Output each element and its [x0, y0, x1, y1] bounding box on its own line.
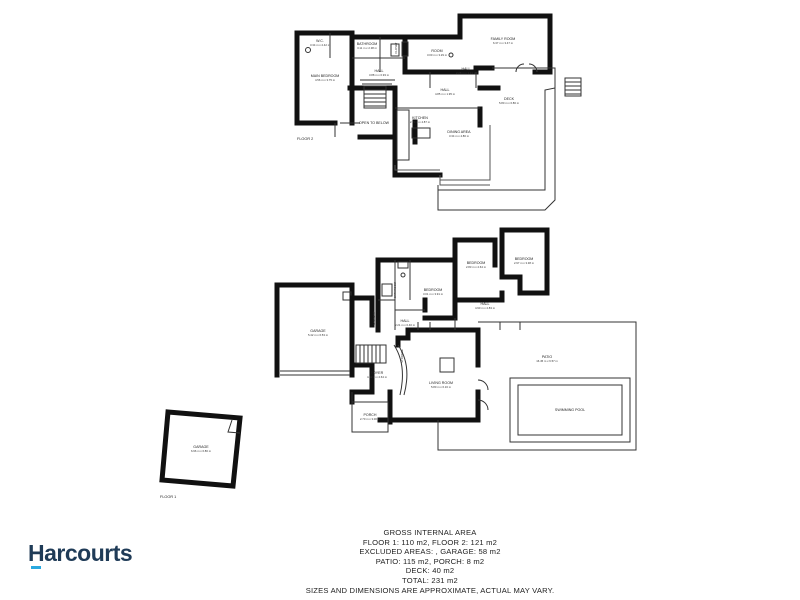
- room-label-hall-up2: HALL: [462, 67, 471, 71]
- summary-line-deck: DECK: 40 m2: [405, 566, 455, 576]
- room-dim-wc: 3.34 m x 2.42 m: [310, 43, 331, 47]
- room-dim-kitchen: 2.74 m x 4.87 m: [410, 120, 431, 124]
- room-label-pool: SWIMMING POOL: [555, 408, 585, 412]
- floor-2-plan: W.C. 3.34 m x 2.42 m BATHROOM 3.11 m x 2…: [294, 13, 582, 211]
- summary-line-total: TOTAL: 231 m2: [402, 575, 458, 585]
- room-label-bathroom-down: BATHROOM: [393, 281, 397, 298]
- room-label-family-room: FAMILY ROOM: [491, 37, 516, 41]
- room-dim-family-room: 6.37 m x 3.47 m: [493, 41, 514, 45]
- room-label-patio: PATIO: [542, 355, 552, 359]
- area-summary: GROSS INTERNAL AREA FLOOR 1: 110 m2, FLO…: [260, 528, 600, 595]
- room-dim-patio: 16.45 m x 6.57 m: [536, 359, 558, 363]
- room-dim-garage-detached: 6.96 m x 6.86 m: [191, 449, 212, 453]
- stairs-upper: [363, 85, 387, 109]
- room-dim-foyer: 4.12 m x 2.64 m: [367, 375, 388, 379]
- floor-1-plan: GARAGE 5.42 m x 6.53 m BATHROOM BEDROOM …: [159, 227, 637, 499]
- detached-garage: GARAGE 6.96 m x 6.86 m: [159, 409, 243, 489]
- room-label-living: LIVING ROOM: [429, 381, 453, 385]
- room-dim-garage-main: 5.42 m x 6.53 m: [308, 333, 329, 337]
- room-dim-bedroom2: 2.83 m x 2.64 m: [466, 265, 487, 269]
- room-label-room: ROOM: [431, 49, 442, 53]
- room-label-porch: PORCH: [364, 413, 377, 417]
- floor-2-label: FLOOR 2: [297, 137, 313, 141]
- summary-disclaimer: SIZES AND DIMENSIONS ARE APPROXIMATE, AC…: [305, 585, 555, 595]
- floor-1-label: FLOOR 1: [160, 495, 176, 499]
- room-dim-bedroom1: 3.01 m x 3.91 m: [423, 292, 444, 296]
- room-dim-hall-up3: 4.85 m x 1.95 m: [435, 92, 456, 96]
- room-label-wc: W.C.: [316, 39, 324, 43]
- room-dim-hall-up1: 3.88 m x 0.93 m: [369, 73, 390, 77]
- kitchen-island: [411, 127, 431, 139]
- swimming-pool: [509, 377, 631, 443]
- room-label-deck: DECK: [504, 97, 515, 101]
- room-label-hall-up1: HALL: [375, 69, 384, 73]
- room-label-garage-main: GARAGE: [310, 329, 326, 333]
- deck-stairs: [564, 77, 582, 97]
- summary-line-patio: PATIO: 115 m2, PORCH: 8 m2: [375, 556, 485, 566]
- room-label-laundry: LAUNDRY: [372, 311, 376, 324]
- room-dim-living: 5.80 m x 6.16 m: [431, 385, 452, 389]
- room-dim-hall-down2: 2.21 m x 0.40 m: [395, 323, 416, 327]
- room-dim-hall-down1: 4.90 m x 2.83 m: [475, 306, 496, 310]
- room-label-bedroom1: BEDROOM: [424, 288, 443, 292]
- room-label-garage-detached: GARAGE: [193, 445, 209, 449]
- room-label-storage: STORAGE: [400, 349, 404, 363]
- room-label-hall-down1: HALL: [481, 302, 490, 306]
- room-dim-bedroom3: 2.97 m x 3.38 m: [514, 261, 535, 265]
- summary-line-excluded: EXCLUDED AREAS: , GARAGE: 58 m2: [359, 547, 501, 557]
- room-label-closet: CLOSET: [394, 42, 398, 53]
- room-label-foyer: FOYER: [371, 371, 384, 375]
- room-label-open-below: OPEN TO BELOW: [359, 121, 390, 125]
- room-label-bedroom3: BEDROOM: [515, 257, 534, 261]
- room-dim-deck: 5.80 m x 6.86 m: [499, 101, 520, 105]
- summary-heading: GROSS INTERNAL AREA: [383, 528, 477, 537]
- logo-accent-bar: [31, 566, 41, 569]
- room-dim-hall-up2: 2.28 m x 1.21 m: [456, 71, 477, 75]
- room-label-hall-up3: HALL: [441, 88, 450, 92]
- summary-line-floors: FLOOR 1: 110 m2, FLOOR 2: 121 m2: [362, 537, 498, 547]
- stairs-lower: [355, 344, 387, 364]
- harcourts-logo: Harcourts: [28, 540, 133, 566]
- room-label-dining: DINING AREA: [447, 130, 471, 134]
- room-dim-dining: 3.34 m x 4.86 m: [449, 134, 470, 138]
- room-label-main-bedroom: MAIN BEDROOM: [311, 74, 340, 78]
- room-dim-bathroom-up: 3.11 m x 2.38 m: [357, 46, 378, 50]
- room-dim-porch: 2.70 m x 3.00 m: [360, 417, 381, 421]
- room-label-bedroom2: BEDROOM: [467, 261, 486, 265]
- room-label-bathroom-up: BATHROOM: [357, 42, 378, 46]
- room-dim-main-bedroom: 4.56 m x 3.75 m: [315, 78, 336, 82]
- room-label-hall-down2: HALL: [401, 319, 410, 323]
- room-label-kitchen: KITCHEN: [412, 116, 428, 120]
- room-dim-room: 3.00 m x 3.29 m: [427, 53, 448, 57]
- kitchen-counter: [396, 109, 410, 161]
